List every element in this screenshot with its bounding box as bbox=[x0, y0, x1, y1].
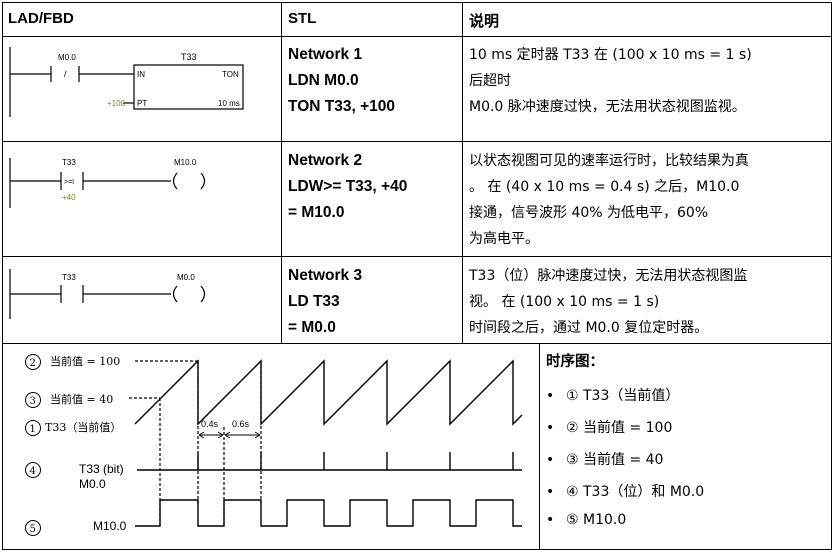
desc-line: 视。 在 (100 x 10 ms = 1 s) bbox=[469, 294, 660, 310]
marker-2: 2 bbox=[30, 358, 36, 369]
compare-symbol: >=I bbox=[64, 179, 74, 186]
header-stl: STL bbox=[288, 10, 317, 27]
duration-04s: 0.4s bbox=[201, 419, 219, 429]
desc-line: M0.0 脉冲速度过快，无法用状态视图监视。 bbox=[469, 99, 746, 115]
timer-preset: +100 bbox=[107, 99, 126, 108]
desc-line: 10 ms 定时器 T33 在 (100 x 10 ms = 1 s) bbox=[469, 47, 752, 63]
marker-circle bbox=[25, 354, 41, 370]
label-t33-value: T33（当前值） bbox=[45, 420, 121, 434]
marker-1: 1 bbox=[30, 424, 36, 435]
stl-line: Network 3 bbox=[288, 267, 363, 284]
timer-type: TON bbox=[222, 70, 239, 79]
desc-line: 为高电平。 bbox=[469, 231, 539, 247]
marker-circle bbox=[25, 462, 41, 478]
stl-line: LD T33 bbox=[288, 293, 340, 310]
header-lad: LAD/FBD bbox=[8, 10, 74, 27]
stl-line: Network 1 bbox=[288, 46, 363, 63]
timing-diagram: 2 当前值 = 100 3 当前值 = 40 1 T33（当前值） 4 5 T3… bbox=[3, 344, 539, 550]
contact-symbol: / bbox=[64, 69, 67, 79]
desc-line: 后超时 bbox=[469, 73, 511, 89]
header-desc: 说明 bbox=[469, 13, 500, 30]
marker-circle bbox=[25, 420, 41, 436]
stl-line: LDN M0.0 bbox=[288, 72, 359, 89]
ladder-network-3: T33 M0.0 bbox=[3, 257, 281, 343]
coil-label: M0.0 bbox=[177, 273, 195, 282]
stl-line: TON T33, +100 bbox=[288, 98, 395, 115]
marker-circle bbox=[25, 392, 41, 408]
marker-circle bbox=[25, 520, 41, 536]
ladder-network-1: M0.0 / T33 IN TON +100 PT 10 ms bbox=[3, 37, 281, 141]
stl-network-2: Network 2 LDW>= T33, +40 = M10.0 bbox=[288, 148, 407, 226]
timing-legend: 时序图： •① T33（当前值） •② 当前值 = 100 •③ 当前值 = 4… bbox=[546, 350, 831, 548]
desc-line: 时间段之后，通过 M0.0 复位定时器。 bbox=[469, 320, 709, 336]
coil-label: M10.0 bbox=[174, 158, 197, 167]
legend-item: •① T33（当前值） bbox=[546, 388, 680, 404]
stl-line: = M0.0 bbox=[288, 319, 336, 336]
timer-in-pin: IN bbox=[137, 70, 145, 79]
timer-base: 10 ms bbox=[218, 99, 240, 108]
label-m00: M0.0 bbox=[79, 477, 106, 491]
timer-pt-pin: PT bbox=[137, 99, 147, 108]
stl-network-3: Network 3 LD T33 = M0.0 bbox=[288, 263, 362, 341]
legend-item: •② 当前值 = 100 bbox=[546, 420, 673, 436]
desc-line: T33（位）脉冲速度过快，无法用状态视图监 bbox=[469, 268, 748, 284]
legend-item: •⑤ M10.0 bbox=[546, 512, 627, 528]
waveform-t33-bit bbox=[137, 452, 522, 471]
legend-item: •④ T33（位）和 M0.0 bbox=[546, 484, 705, 500]
stl-line: LDW>= T33, +40 bbox=[288, 178, 408, 195]
desc-network-3: T33（位）脉冲速度过快，无法用状态视图监 视。 在 (100 x 10 ms … bbox=[469, 263, 829, 341]
duration-06s: 0.6s bbox=[232, 419, 250, 429]
marker-5: 5 bbox=[30, 524, 36, 535]
ladder-network-2: T33 >=I +40 M10.0 bbox=[3, 142, 281, 256]
label-value-40: 当前值 = 40 bbox=[50, 392, 113, 406]
waveform-m10 bbox=[135, 499, 522, 527]
desc-network-2: 以状态视图可见的速率运行时，比较结果为真 。 在 (40 x 10 ms = 0… bbox=[469, 148, 829, 252]
label-value-100: 当前值 = 100 bbox=[50, 354, 120, 368]
desc-network-1: 10 ms 定时器 T33 在 (100 x 10 ms = 1 s) 后超时 … bbox=[469, 42, 829, 120]
contact-label: T33 bbox=[62, 273, 76, 282]
label-m10: M10.0 bbox=[93, 519, 127, 533]
stl-network-1: Network 1 LDN M0.0 TON T33, +100 bbox=[288, 42, 395, 120]
legend-title: 时序图： bbox=[546, 354, 604, 370]
desc-line: 以状态视图可见的速率运行时，比较结果为真 bbox=[469, 153, 749, 169]
stl-line: = M10.0 bbox=[288, 204, 345, 221]
desc-line: 。 在 (40 x 10 ms = 0.4 s) 之后，M10.0 bbox=[469, 179, 740, 195]
compare-value: +40 bbox=[62, 193, 76, 202]
contact-label: M0.0 bbox=[58, 53, 76, 62]
contact-label: T33 bbox=[62, 158, 76, 167]
marker-4: 4 bbox=[30, 466, 36, 477]
marker-3: 3 bbox=[30, 396, 36, 407]
timer-title: T33 bbox=[181, 52, 197, 62]
stl-line: Network 2 bbox=[288, 152, 363, 169]
desc-line: 接通，信号波形 40% 为低电平，60% bbox=[469, 205, 709, 221]
legend-item: •③ 当前值 = 40 bbox=[546, 452, 664, 468]
waveform-t33-value bbox=[134, 359, 523, 426]
label-t33-bit: T33 (bit) bbox=[79, 462, 124, 476]
